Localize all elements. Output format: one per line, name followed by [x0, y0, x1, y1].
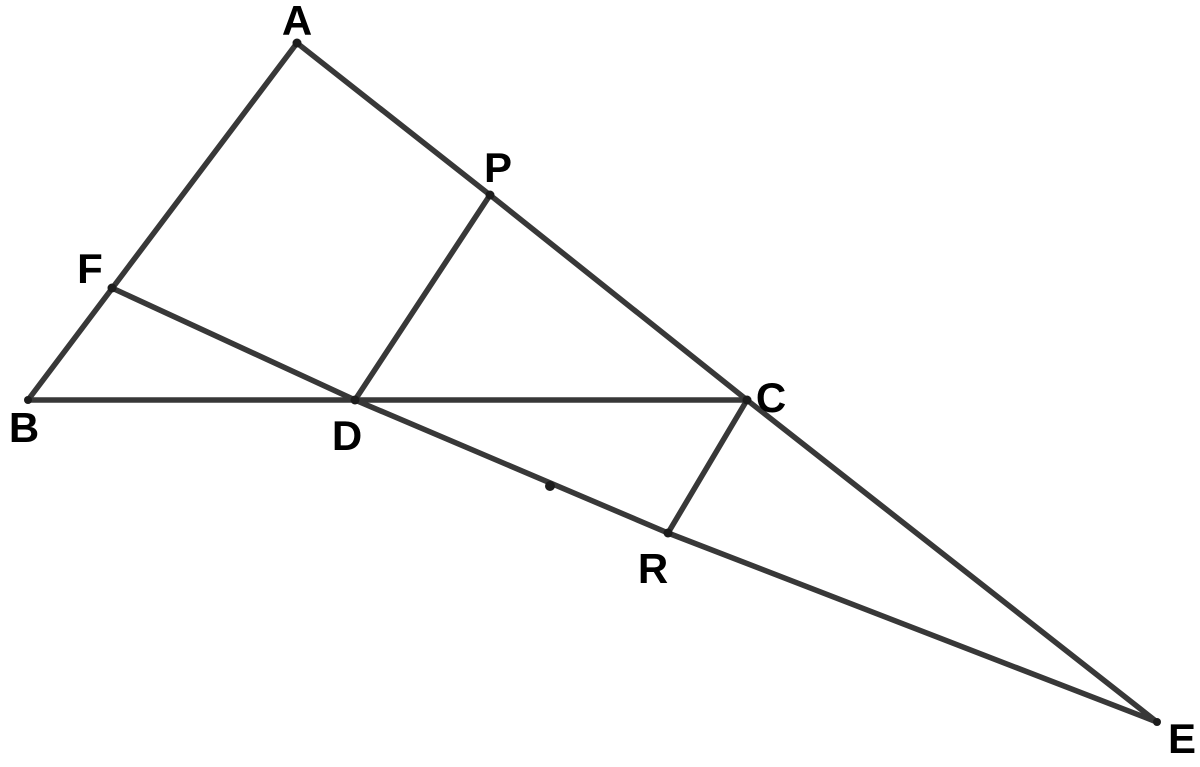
vertex-label-F: F	[77, 245, 103, 292]
vertex-dot-A	[292, 38, 302, 48]
vertex-dot-D	[350, 395, 360, 405]
vertex-dot-P	[485, 190, 495, 200]
vertex-label-C: C	[756, 374, 786, 421]
side-AB	[25, 40, 300, 403]
vertex-dot-B	[24, 396, 32, 404]
vertex-dot-E	[1153, 718, 1161, 726]
vertex-dot-C	[742, 395, 752, 405]
vertex-label-E: E	[1168, 715, 1196, 762]
vertex-label-R: R	[638, 545, 668, 592]
segment-CR	[665, 397, 750, 536]
vertex-dot-R	[663, 528, 673, 538]
vertex-dot-F	[107, 283, 117, 293]
vertex-label-B: B	[9, 404, 39, 451]
unlabeled-point-dot	[545, 481, 555, 491]
side-APCE	[294, 40, 1160, 725]
vertex-label-P: P	[484, 144, 512, 191]
segment-PD	[352, 192, 493, 403]
vertex-label-D: D	[332, 412, 362, 459]
line-FDRE	[109, 285, 1160, 725]
vertex-label-A: A	[282, 0, 312, 44]
